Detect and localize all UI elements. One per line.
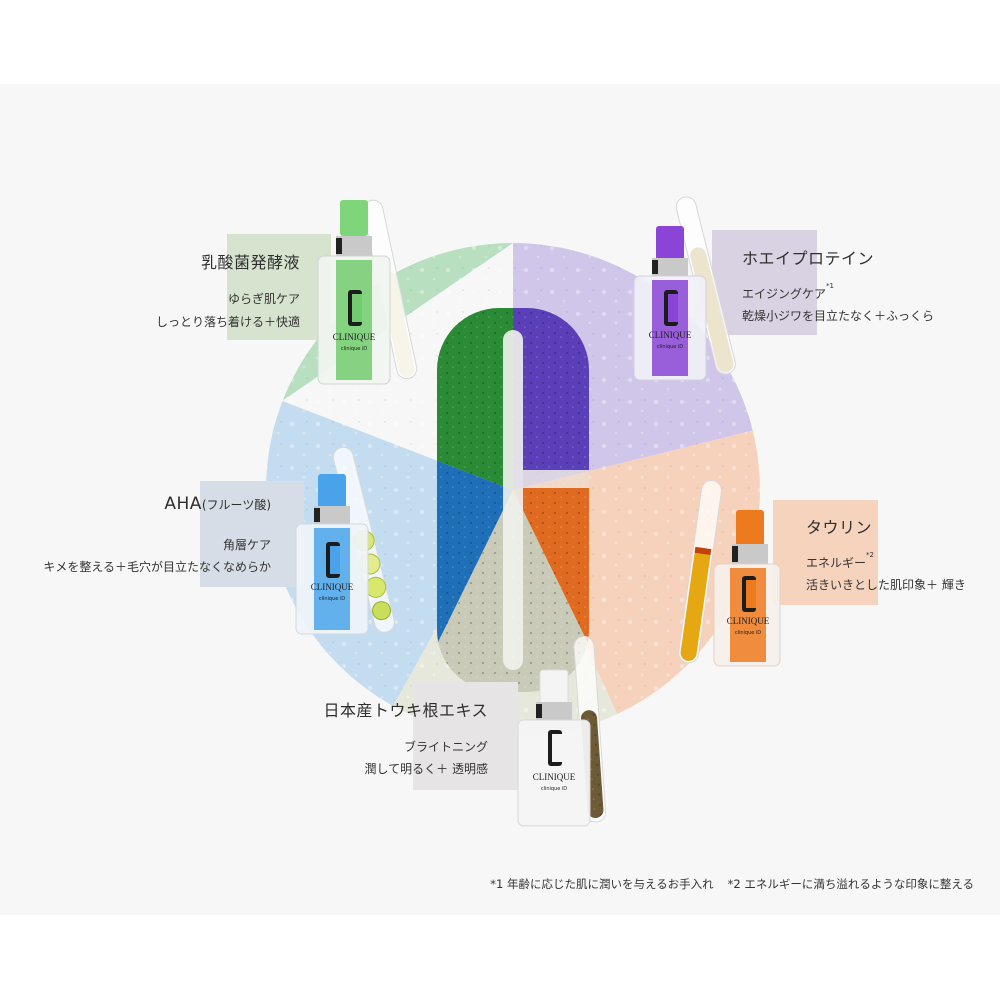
label-bg-lactic: [227, 234, 331, 340]
footnotes: *1 年齢に応じた肌に潤いを与えるお手入れ *2 エネルギーに満ち溢れるような印象…: [490, 876, 974, 892]
product-bottle-taurine: CLINIQUE clinique iD: [678, 480, 781, 667]
product-bottle-angelica: CLINIQUE clinique iD: [517, 635, 607, 827]
label-bg-whey: [712, 230, 817, 335]
label-bg-taurine: [773, 500, 878, 605]
ingredient-desc-lactic: しっとり落ち着ける＋快適: [155, 315, 300, 329]
product-bottle-lactic: CLINIQUE clinique iD: [317, 199, 418, 385]
footnote-ref: *1: [826, 282, 834, 290]
benefit-text: エイジングケア: [742, 287, 827, 301]
footnote-1: *1 年齢に応じた肌に潤いを与えるお手入れ: [490, 877, 714, 891]
ingredient-benefit-lactic: ゆらぎ肌ケア: [227, 292, 300, 306]
aha-title-sub: (フルーツ酸): [201, 498, 271, 512]
ingredient-desc-whey: 乾燥小ジワを目立たなく＋ふっくら: [742, 309, 935, 323]
svg-text:CLINIQUE: CLINIQUE: [333, 332, 376, 342]
svg-text:clinique iD: clinique iD: [657, 344, 683, 350]
product-bottle-whey: CLINIQUE clinique iD: [633, 196, 736, 381]
svg-text:CLINIQUE: CLINIQUE: [727, 616, 770, 626]
svg-text:CLINIQUE: CLINIQUE: [311, 582, 354, 592]
svg-text:clinique iD: clinique iD: [319, 596, 345, 602]
ingredient-desc-aha: キメを整える＋毛穴が目立たなくなめらか: [43, 560, 271, 574]
footnote-2: *2 エネルギーに満ち溢れるような印象に整える: [727, 877, 974, 891]
product-bottle-aha: CLINIQUE clinique iD: [295, 446, 395, 635]
label-bg-angelica: [413, 682, 518, 790]
ingredient-benefit-aha: 角層ケア: [222, 538, 271, 552]
test-tube-icon: [678, 480, 722, 664]
benefit-text: エネルギー: [806, 556, 867, 570]
ingredient-title-taurine: タウリン: [806, 518, 873, 537]
ingredient-title-angelica: 日本産トウキ根エキス: [323, 701, 488, 720]
ingredient-benefit-taurine: エネルギー*2: [806, 551, 874, 571]
ingredient-desc-taurine: 活きいきとした肌印象＋ 輝き: [806, 578, 966, 592]
label-bg-aha: [200, 481, 304, 587]
ingredient-title-aha: AHA(フルーツ酸): [164, 494, 271, 514]
svg-text:clinique iD: clinique iD: [541, 786, 567, 792]
ingredient-benefit-angelica: ブライトニング: [403, 740, 488, 754]
svg-text:clinique iD: clinique iD: [735, 630, 761, 636]
footnote-ref: *2: [866, 551, 874, 559]
ingredient-title-lactic: 乳酸菌発酵液: [200, 253, 300, 272]
ingredient-title-whey: ホエイプロテイン: [742, 249, 875, 268]
svg-text:CLINIQUE: CLINIQUE: [533, 772, 576, 782]
svg-text:clinique iD: clinique iD: [341, 346, 367, 352]
aha-title-main: AHA: [164, 494, 202, 514]
svg-text:CLINIQUE: CLINIQUE: [649, 330, 692, 340]
ingredient-benefit-whey: エイジングケア*1: [742, 282, 834, 302]
ingredient-desc-angelica: 潤して明るく＋ 透明感: [364, 762, 488, 776]
